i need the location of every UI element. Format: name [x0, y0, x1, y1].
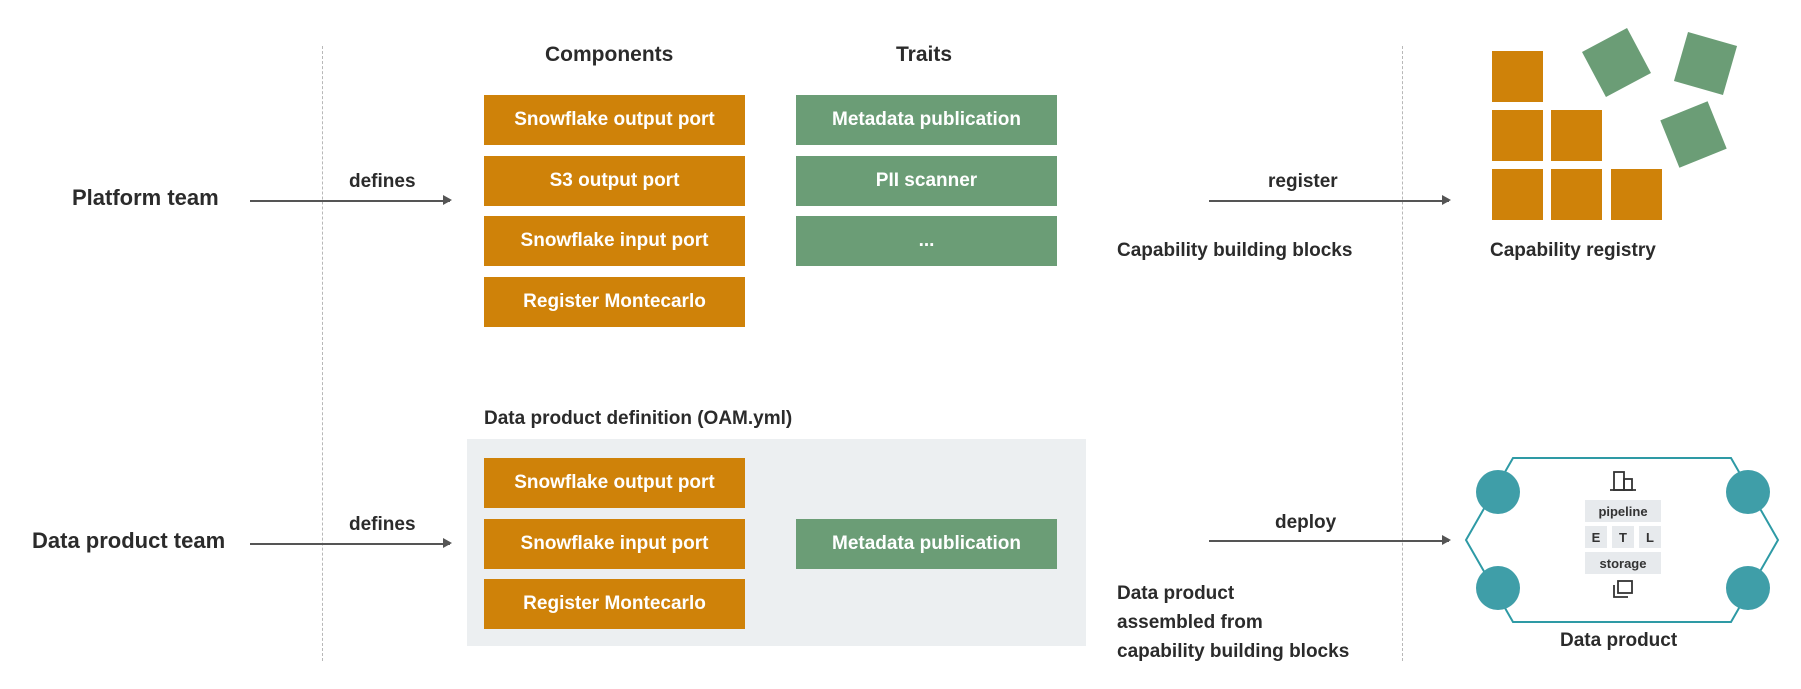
registry-block: [1492, 51, 1543, 102]
product-defines-label: defines: [349, 514, 416, 535]
separator-right: [1402, 46, 1403, 661]
deploy-arrow: [1209, 536, 1451, 544]
etl-e: E: [1592, 530, 1601, 545]
trait-pii-scanner: PII scanner: [796, 156, 1057, 206]
separator-left: [322, 46, 323, 661]
registry-block-floating: [1660, 101, 1727, 168]
component-s3-output-port: S3 output port: [484, 156, 745, 206]
copy-icon: [1613, 580, 1633, 598]
components-header: Components: [545, 43, 674, 66]
etl-l: L: [1646, 530, 1654, 545]
definition-register-montecarlo: Register Montecarlo: [484, 579, 745, 629]
definition-snowflake-output-port: Snowflake output port: [484, 458, 745, 508]
port-circle: [1476, 566, 1520, 610]
deploy-label: deploy: [1275, 512, 1337, 533]
building-icon: [1610, 471, 1636, 491]
registry-block: [1492, 110, 1543, 161]
port-circle: [1726, 470, 1770, 514]
capability-registry-label: Capability registry: [1490, 240, 1656, 261]
trait-metadata-publication: Metadata publication: [796, 95, 1057, 145]
data-product-hexagon: pipeline E T L storage: [1464, 457, 1780, 623]
pipeline-label: pipeline: [1598, 504, 1647, 519]
definition-metadata-publication: Metadata publication: [796, 519, 1057, 569]
register-arrow: [1209, 196, 1451, 204]
product-defines-arrow: [250, 539, 452, 547]
platform-defines-label: defines: [349, 171, 416, 192]
registry-block: [1492, 169, 1543, 220]
port-circle: [1726, 566, 1770, 610]
assembled-line-3: capability building blocks: [1117, 641, 1350, 662]
register-label: register: [1268, 171, 1338, 192]
trait-more: ...: [796, 216, 1057, 266]
registry-block: [1611, 169, 1662, 220]
traits-header: Traits: [896, 43, 953, 66]
registry-block-floating: [1582, 28, 1651, 97]
component-snowflake-input-port: Snowflake input port: [484, 216, 745, 266]
capability-building-blocks-label: Capability building blocks: [1117, 240, 1353, 261]
data-product-label: Data product: [1560, 630, 1678, 651]
registry-block-floating: [1673, 31, 1738, 96]
definition-snowflake-input-port: Snowflake input port: [484, 519, 745, 569]
data-product-team-label: Data product team: [32, 528, 226, 553]
storage-label: storage: [1600, 556, 1647, 571]
assembled-line-1: Data product: [1117, 583, 1235, 604]
assembled-line-2: assembled from: [1117, 612, 1263, 633]
registry-block: [1551, 169, 1602, 220]
registry-block: [1551, 110, 1602, 161]
platform-defines-arrow: [250, 196, 452, 204]
platform-team-label: Platform team: [72, 185, 219, 210]
etl-t: T: [1619, 530, 1627, 545]
component-register-montecarlo: Register Montecarlo: [484, 277, 745, 327]
port-circle: [1476, 470, 1520, 514]
component-snowflake-output-port: Snowflake output port: [484, 95, 745, 145]
definition-title: Data product definition (OAM.yml): [484, 408, 793, 429]
